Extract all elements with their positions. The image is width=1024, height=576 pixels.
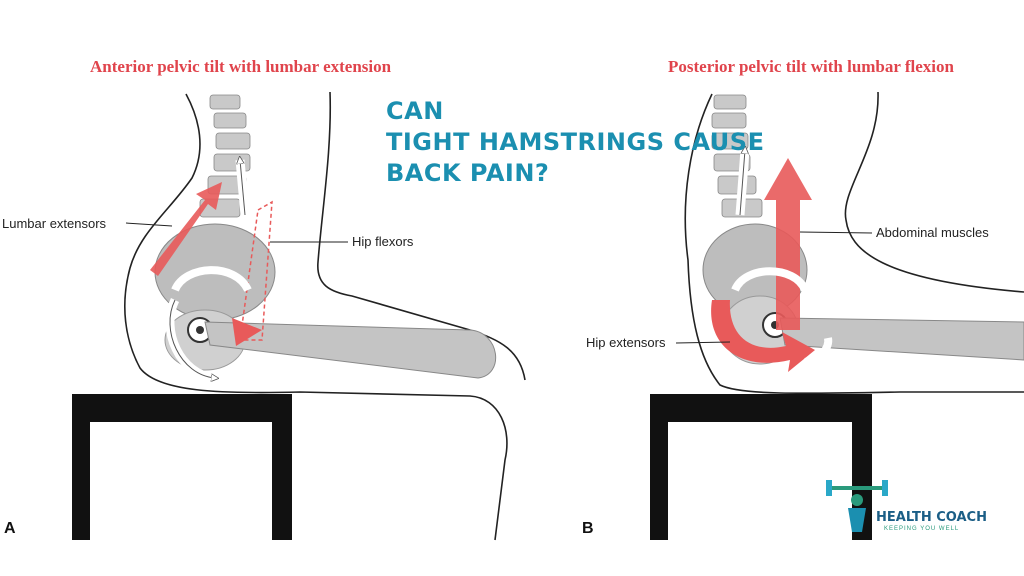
lumbar-extensors-label: Lumbar extensors: [2, 216, 107, 231]
panel-b-letter: B: [582, 520, 594, 537]
logo-tagline: KEEPING YOU WELL: [884, 526, 960, 532]
stool-b: [650, 394, 872, 540]
headline-line-1: CAN: [386, 97, 444, 125]
panel-a-title: Anterior pelvic tilt with lumbar extensi…: [90, 57, 392, 76]
hip-extensors-label: Hip extensors: [586, 335, 666, 350]
dumbbell-icon: [826, 480, 888, 532]
health-coach-logo: HEALTH COACH KEEPING YOU WELL: [822, 474, 1002, 540]
hip-flexors-muscle: [239, 200, 273, 341]
panel-b-title: Posterior pelvic tilt with lumbar flexio…: [668, 57, 954, 76]
abdominal-muscles-label: Abdominal muscles: [876, 225, 989, 240]
hip-extensors-arrow: [711, 300, 815, 372]
panel-a-figure: [72, 91, 526, 541]
panel-a-letter: A: [4, 520, 16, 537]
headline-line-2: TIGHT HAMSTRINGS CAUSE: [386, 128, 765, 156]
headline: CAN TIGHT HAMSTRINGS CAUSE BACK PAIN?: [386, 96, 764, 189]
headline-line-3: BACK PAIN?: [386, 159, 550, 187]
stool-a: [72, 394, 292, 540]
hip-flexors-label: Hip flexors: [352, 234, 414, 249]
logo-name: HEALTH COACH: [876, 510, 987, 525]
panel-b-figure: [650, 91, 1024, 540]
femur-a: [204, 321, 497, 379]
body-outline-b: [684, 93, 1024, 395]
body-outline-a: [124, 93, 508, 541]
lumbar-extensors-arrow: [150, 182, 222, 276]
